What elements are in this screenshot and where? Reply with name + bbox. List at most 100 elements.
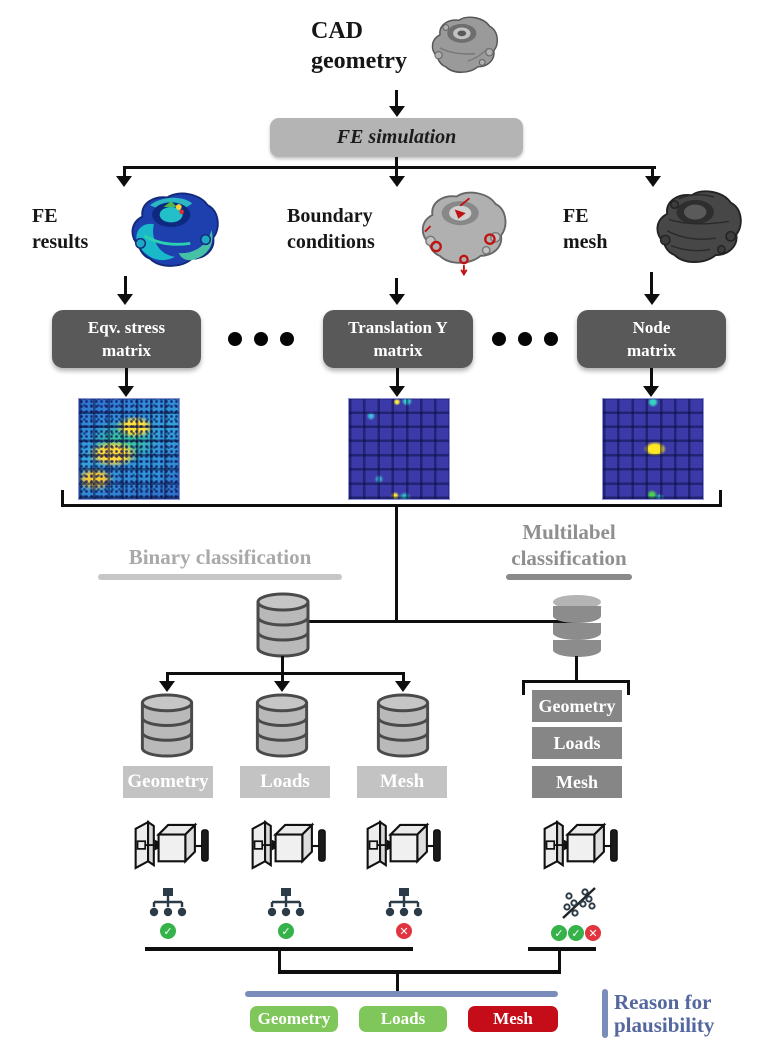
multilabel-classification-label: Multilabel classification (511, 520, 627, 570)
binary-underline-bar (98, 574, 342, 580)
bracket-line (61, 490, 64, 507)
ellipsis-dots (492, 332, 558, 346)
arrow-down-icon (389, 386, 405, 397)
translation-y-matrix-box: Translation Y matrix (323, 310, 473, 368)
connector-line (166, 672, 169, 683)
multilabel-database-icon (553, 595, 601, 657)
binary-dataset-label-mesh: Mesh (357, 766, 447, 798)
multilabel-underline-bar (506, 574, 632, 580)
connector-line (125, 368, 128, 388)
ellipsis-dot (228, 332, 242, 346)
cnn-model-icon (543, 820, 618, 870)
connector-line (281, 656, 284, 674)
fe-simulation-box: FE simulation (270, 118, 523, 157)
eqv-stress-matrix-box: Eqv. stress matrix (52, 310, 201, 368)
arrow-down-icon (389, 106, 405, 117)
ellipsis-dot (280, 332, 294, 346)
ellipsis-dot (518, 332, 532, 346)
multilabel-dataset-label-mesh: Mesh (532, 766, 622, 798)
node-matrix-box: Node matrix (577, 310, 726, 368)
connector-line (281, 672, 284, 683)
binary-database-icon (256, 592, 310, 658)
collector-line (528, 947, 596, 951)
connector-line (650, 368, 653, 388)
connector-line (395, 90, 398, 108)
decision-tree-icon (385, 888, 423, 917)
connector-line (650, 272, 653, 296)
bracket-line (522, 680, 630, 683)
connector-line (396, 368, 399, 388)
arrow-down-icon (117, 294, 133, 305)
node-heatmap (602, 398, 704, 500)
binary-dataset-label-geometry: Geometry (123, 766, 213, 798)
reason-side-bar (602, 989, 608, 1038)
mesh-database-icon (376, 693, 430, 758)
arrow-down-icon (389, 294, 405, 305)
bracket-line (627, 680, 630, 695)
geometry-database-icon (140, 693, 194, 758)
fail-badge: ✕ (396, 923, 412, 939)
connector-line (123, 166, 126, 178)
multilabel-dataset-label-geometry: Geometry (532, 690, 622, 722)
arrow-down-icon (389, 176, 405, 187)
cad-geometry-model (431, 16, 499, 73)
arrow-down-icon (118, 386, 134, 397)
connector-line (575, 656, 578, 682)
fail-badge: ✕ (585, 925, 601, 941)
fe-mesh-model (656, 190, 742, 263)
bracket-line (719, 490, 722, 507)
boundary-conditions-label: Boundary conditions (287, 205, 375, 253)
mesh-result-button: Mesh (468, 1006, 558, 1032)
connector-line (395, 504, 398, 623)
fe-mesh-label: FE mesh (563, 205, 608, 253)
loads-database-icon (255, 693, 309, 758)
plausibility-bar (245, 991, 558, 997)
reason-for-plausibility-label: Reason for plausibility (614, 990, 715, 1037)
connector-line (558, 947, 561, 974)
fe-results-model (131, 192, 219, 267)
ellipsis-dot (492, 332, 506, 346)
arrow-down-icon (645, 176, 661, 187)
connector-line (651, 166, 654, 178)
arrow-down-icon (643, 386, 659, 397)
connector-line (278, 970, 561, 974)
pass-badge: ✓ (278, 923, 294, 939)
binary-dataset-label-loads: Loads (240, 766, 330, 798)
binary-classification-label: Binary classification (128, 545, 312, 569)
pass-badge: ✓ (568, 925, 584, 941)
connector-line (395, 166, 398, 178)
arrow-down-icon (159, 681, 175, 692)
loads-result-button: Loads (359, 1006, 447, 1032)
connector-line (283, 620, 577, 623)
decision-tree-icon (267, 888, 305, 917)
pass-badge: ✓ (551, 925, 567, 941)
cnn-model-icon (134, 820, 209, 870)
arrow-down-icon (644, 294, 660, 305)
eqv-stress-heatmap (78, 398, 180, 500)
cad-geometry-label: CAD geometry (311, 18, 407, 74)
pass-badge: ✓ (160, 923, 176, 939)
bracket-line (522, 680, 525, 695)
connector-line (396, 970, 399, 993)
bracket-line (61, 504, 722, 507)
decision-tree-icon (149, 888, 187, 917)
ellipsis-dots (228, 332, 294, 346)
ellipsis-dot (544, 332, 558, 346)
connector-line (124, 276, 127, 296)
boundary-conditions-model (421, 191, 507, 277)
fe-results-label: FE results (32, 205, 89, 253)
splitter-line (123, 166, 656, 169)
ellipsis-dot (254, 332, 268, 346)
cnn-model-icon (251, 820, 326, 870)
connector-line (395, 157, 398, 168)
connector-line (278, 947, 281, 974)
arrow-down-icon (274, 681, 290, 692)
geometry-result-button: Geometry (250, 1006, 338, 1032)
connector-line (166, 672, 404, 675)
cnn-model-icon (366, 820, 441, 870)
connector-line (395, 278, 398, 296)
multilabel-dataset-label-loads: Loads (532, 727, 622, 759)
translation-y-heatmap (348, 398, 450, 500)
scatter-classifier-icon (562, 887, 596, 919)
